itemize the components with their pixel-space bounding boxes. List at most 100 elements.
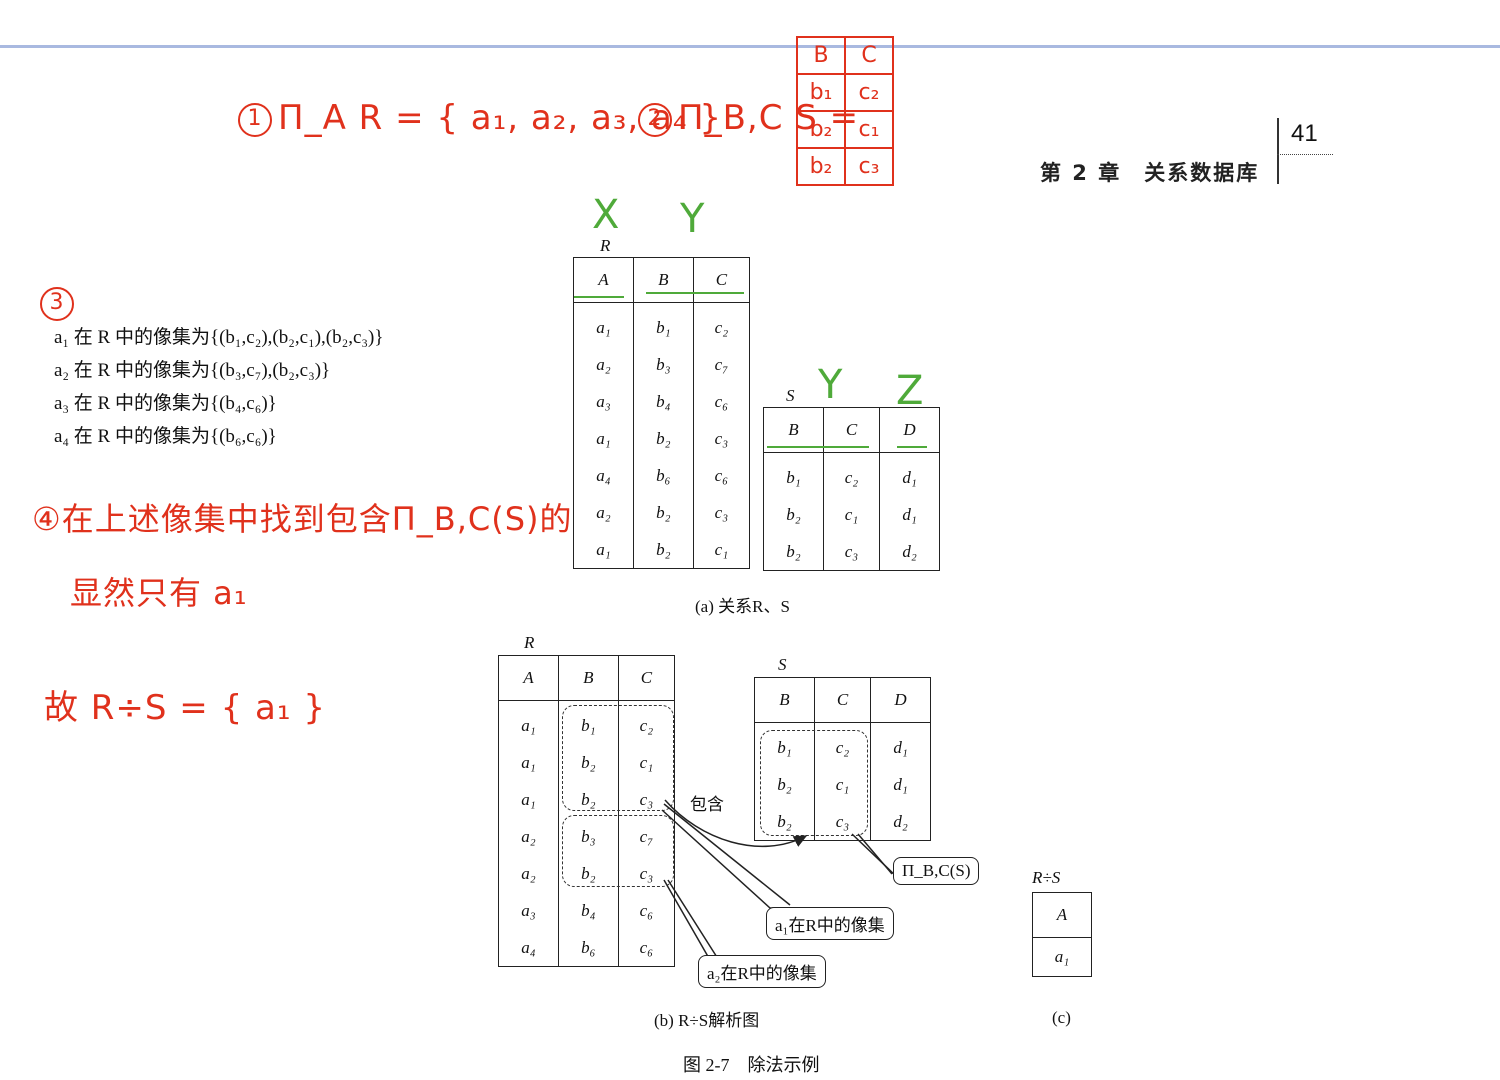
col-header: D [879, 407, 940, 453]
cell: b₂ [632, 420, 694, 457]
grid-cell: c₃ [844, 147, 894, 186]
caption-c: (c) [1052, 1008, 1071, 1027]
col-header: A [573, 257, 634, 303]
col-header: C [617, 655, 676, 701]
cell: b₃ [557, 818, 619, 855]
cell: c₁ [822, 496, 881, 533]
cell: b₂ [632, 531, 694, 569]
image-set-a2: a₂ 在 R 中的像集为{(b₃,c₇),(b₂,c₃)} [54, 360, 331, 381]
contains-arrow [664, 799, 808, 848]
handwritten-step4: ④在上述像集中找到包含Π_B,C(S)的 [32, 500, 573, 538]
header-rule [1277, 154, 1333, 155]
cell: d₂ [870, 803, 931, 841]
cell: b₂ [754, 803, 815, 841]
underline-y-s [767, 446, 869, 448]
image-set-a1: a₁ 在 R 中的像集为{(b₁,c₂),(b₂,c₁),(b₂,c₃)} [54, 327, 384, 348]
callout-a2-pointer [663, 879, 711, 961]
cell: c₁ [692, 531, 751, 569]
cell: a₂ [498, 855, 559, 892]
table-row: a₁ [1032, 937, 1092, 977]
cell: b₂ [632, 494, 694, 531]
cell: b₂ [754, 766, 815, 803]
grid-cell: b₂ [796, 110, 846, 149]
step1-number: 1 [238, 102, 272, 137]
underline-y-r [646, 292, 744, 294]
underline-x [574, 296, 624, 298]
contains-label: 包含 [690, 795, 724, 814]
relation-s-label-a: S [786, 386, 795, 405]
image-set-a4: a₄ 在 R 中的像集为{(b₆,c₆)} [54, 426, 277, 447]
dashed-group-a1 [562, 705, 674, 811]
col-header: A [1032, 892, 1092, 938]
cell: c₃ [692, 420, 751, 457]
top-rule [0, 45, 1500, 48]
cell: b₆ [557, 929, 619, 967]
label-z: Z [896, 368, 924, 414]
cell: a₃ [573, 383, 634, 420]
cell: a₃ [498, 892, 559, 929]
grid-header-c: C [844, 36, 894, 75]
callout-a1-image-set: a₁在R中的像集 [766, 907, 894, 940]
cell: b₂ [763, 496, 824, 533]
cell: c₁ [617, 744, 676, 781]
caption-b: (b) R÷S解析图 [654, 1011, 760, 1030]
step3-number: 3 [40, 286, 74, 321]
callout-pi-bc-s: Π_B,C(S) [893, 857, 980, 885]
cell: a₄ [573, 457, 634, 494]
result-table: A a₁ [1032, 892, 1092, 977]
chapter-title: 第 2 章 关系数据库 [1040, 161, 1260, 185]
cell: a₄ [498, 929, 559, 967]
cell: d₁ [870, 722, 931, 766]
cell: b₆ [632, 457, 694, 494]
cell: a₂ [573, 494, 634, 531]
callout-a2-image-set: a₂在R中的像集 [698, 955, 826, 988]
relation-r-label-b: R [524, 633, 535, 652]
cell: c₂ [692, 302, 751, 346]
col-header: B [557, 655, 619, 701]
cell: b₄ [632, 383, 694, 420]
handwritten-step4-line2: 显然只有 a₁ [70, 574, 248, 612]
cell: a₁ [498, 781, 559, 818]
cell: c₇ [692, 346, 751, 383]
grid-cell: c₂ [844, 73, 894, 112]
callout-pi-pointer [857, 833, 893, 875]
cell: c₃ [692, 494, 751, 531]
grid-cell: b₁ [796, 73, 846, 112]
col-header: C [692, 257, 751, 303]
handwritten-conclusion: 故 R÷S = { a₁ } [44, 688, 326, 728]
cell: d₁ [870, 766, 931, 803]
cell: c₂ [813, 722, 872, 766]
cell: d₁ [879, 452, 940, 496]
cell: c₃ [617, 781, 676, 818]
relation-r-label-a: R [600, 236, 611, 255]
label-y-r: Y [680, 196, 705, 242]
col-header: B [763, 407, 824, 453]
cell: a₁ [573, 531, 634, 569]
cell: c₃ [822, 533, 881, 571]
grid-cell: b₂ [796, 147, 846, 186]
caption-a: (a) 关系R、S [695, 597, 790, 616]
col-header: C [822, 407, 881, 453]
figure-caption: 图 2-7 除法示例 [683, 1055, 820, 1075]
grid-cell: c₁ [844, 110, 894, 149]
cell: c₂ [822, 452, 881, 496]
